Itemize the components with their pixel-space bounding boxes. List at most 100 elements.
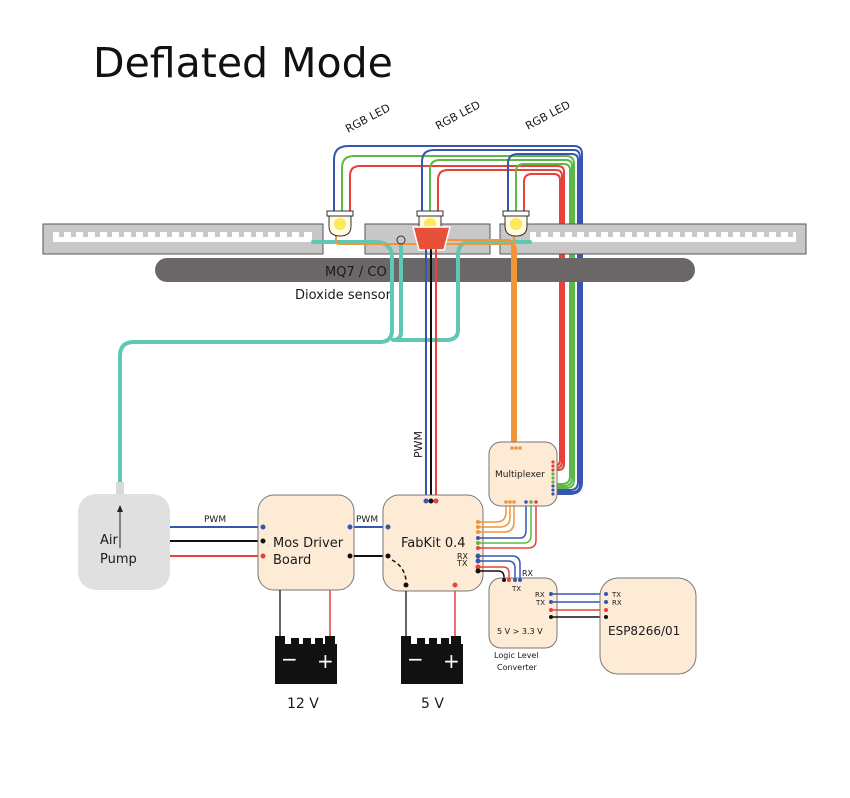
orange-wire-2 <box>443 239 513 445</box>
comb-tooth <box>596 232 601 237</box>
led2-red-wire <box>437 169 563 469</box>
mux-pin-bottom-4 <box>524 500 528 504</box>
led-wires <box>333 145 583 495</box>
comb-tooth <box>536 232 541 237</box>
air-tube-right <box>393 240 532 342</box>
mux-pin-top-3 <box>518 446 522 450</box>
llc-caption-line1: Logic Level <box>494 651 539 660</box>
multiplexer-board <box>488 441 558 507</box>
led-bulb-3 <box>502 210 530 237</box>
comb-tooth <box>107 232 112 237</box>
comb-tooth <box>59 232 64 237</box>
diagram-title: Deflated Mode <box>93 39 393 87</box>
comb-tooth <box>131 232 136 237</box>
mux-right-pins <box>551 460 555 496</box>
fabkit-pin-top-3 <box>433 498 439 504</box>
esp-tx-label: TX <box>611 591 621 599</box>
mos-driver-board <box>257 494 355 591</box>
air-pump <box>78 494 170 590</box>
esp-pin-rx <box>604 600 608 604</box>
multiplexer-label: Multiplexer <box>495 470 545 480</box>
mos-pin-pwm-in <box>260 524 266 530</box>
comb-tooth <box>584 232 589 237</box>
mux-pin-bottom-6 <box>534 500 538 504</box>
fabkit-right-pins <box>475 520 481 574</box>
llc-tx-label: TX <box>535 599 545 607</box>
mux-pin-bottom-3 <box>512 500 516 504</box>
air-tubes <box>118 240 532 490</box>
llc-pin-tx <box>549 600 553 604</box>
mux-pin-bottom-1 <box>504 500 508 504</box>
mux-pin-top-2 <box>514 446 518 450</box>
mux-pin-top-1 <box>510 446 514 450</box>
comb-tooth <box>275 232 280 237</box>
mux-pin-bottom-5 <box>529 500 533 504</box>
comb-tooth <box>704 232 709 237</box>
llc-pin-top-gnd <box>502 578 506 582</box>
esp-pin-gnd <box>604 615 608 619</box>
comb-teeth-right <box>530 232 796 242</box>
fabkit-pin-gnd-bottom <box>403 582 409 588</box>
mux-pin-bottom-2 <box>508 500 512 504</box>
led3-red-wire <box>523 173 561 467</box>
esp-pin-vcc <box>604 608 608 612</box>
esp-label: ESP8266/01 <box>608 624 680 638</box>
comb-tooth <box>776 232 781 237</box>
comb-tooth <box>179 232 184 237</box>
esp-rx-label: RX <box>612 599 622 607</box>
comb-tooth <box>215 232 220 237</box>
led1-blue-wire <box>333 145 583 495</box>
comb-tooth <box>83 232 88 237</box>
llc-pin-rx <box>549 592 553 596</box>
llc-pin-vcc <box>549 608 553 612</box>
mos-label-line1: Mos Driver <box>273 536 344 551</box>
fabkit-mux-wires <box>479 502 537 549</box>
comb-tooth <box>632 232 637 237</box>
led-label-2: RGB LED <box>433 98 482 132</box>
comb-tooth <box>251 232 256 237</box>
mos-label-line2: Board <box>273 553 311 568</box>
llc-rx-label: RX <box>535 591 545 599</box>
pump-nozzle <box>116 482 124 496</box>
comb-tooth <box>227 232 232 237</box>
comb-tooth <box>71 232 76 237</box>
fabkit-rx-label: RX <box>457 552 469 561</box>
comb-tooth <box>572 232 577 237</box>
mos-pin-vcc-in <box>260 553 266 559</box>
pump-arrow-head-icon <box>117 505 123 512</box>
fabkit-jumper <box>391 559 407 581</box>
led3-blue-wire <box>507 153 579 491</box>
fabkit-tx-label: TX <box>456 559 468 568</box>
comb-tooth <box>287 232 292 237</box>
led2-blue-wire <box>421 149 581 493</box>
llc-top-tx-label: TX <box>511 585 521 593</box>
pump-label-line1: Air <box>100 533 119 548</box>
comb-tooth <box>680 232 685 237</box>
led-bulb-1 <box>326 210 354 237</box>
comb-tooth <box>656 232 661 237</box>
sensor-label-line2: Dioxide sensor <box>295 288 392 303</box>
battery-5v: − + <box>401 636 463 684</box>
comb-teeth-left <box>53 232 312 242</box>
pwm-vertical-label: PWM <box>412 431 425 458</box>
comb-tooth <box>752 232 757 237</box>
comb-tooth <box>608 232 613 237</box>
led-label-3: RGB LED <box>523 98 572 132</box>
comb-tooth <box>203 232 208 237</box>
comb-channel <box>530 232 796 242</box>
battery-5v-label: 5 V <box>421 696 444 712</box>
comb-tooth <box>143 232 148 237</box>
led-strip <box>42 223 807 255</box>
fabkit-pin-vcc-bottom <box>452 582 458 588</box>
comb-tooth <box>167 232 172 237</box>
sensor-head <box>412 226 451 251</box>
fabkit-pin-pwm <box>385 524 391 530</box>
llc-pin-top-vcc <box>507 578 511 582</box>
led1-green-wire <box>341 155 575 489</box>
comb-tooth <box>239 232 244 237</box>
comb-tooth <box>155 232 160 237</box>
llc-pin-top-tx <box>513 578 517 582</box>
llc-caption-line2: Converter <box>497 663 538 672</box>
comb-tooth <box>740 232 745 237</box>
